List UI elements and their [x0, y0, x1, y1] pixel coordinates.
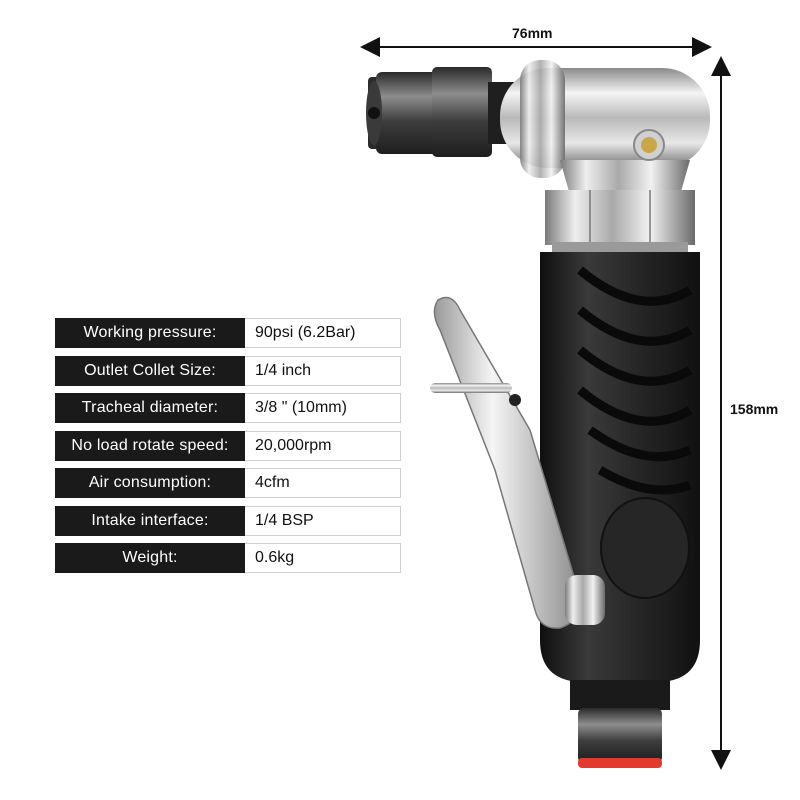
spec-label: Working pressure: [55, 318, 245, 348]
spec-table: Working pressure: 90psi (6.2Bar) Outlet … [55, 318, 401, 581]
spec-row-working-pressure: Working pressure: 90psi (6.2Bar) [55, 318, 401, 348]
spec-label: Weight: [55, 543, 245, 573]
spec-value: 20,000rpm [245, 430, 401, 461]
spec-row-intake-interface: Intake interface: 1/4 BSP [55, 505, 401, 536]
spec-label: Tracheal diameter: [55, 393, 245, 423]
spec-row-weight: Weight: 0.6kg [55, 543, 401, 573]
spec-label: Intake interface: [55, 505, 245, 536]
collet-nose [366, 67, 516, 157]
spec-row-air-consumption: Air consumption: 4cfm [55, 468, 401, 498]
spec-value: 1/4 inch [245, 355, 401, 386]
spec-label: Outlet Collet Size: [55, 355, 245, 386]
spec-row-outlet-collet-size: Outlet Collet Size: 1/4 inch [55, 355, 401, 386]
angle-head [500, 60, 710, 195]
spec-row-no-load-speed: No load rotate speed: 20,000rpm [55, 430, 401, 461]
grip-body [540, 252, 700, 682]
spec-value: 1/4 BSP [245, 505, 401, 536]
spec-value: 90psi (6.2Bar) [245, 318, 401, 348]
spec-value: 3/8 " (10mm) [245, 393, 401, 423]
spec-value: 4cfm [245, 468, 401, 498]
spec-row-tracheal-diameter: Tracheal diameter: 3/8 " (10mm) [55, 393, 401, 423]
spec-value: 0.6kg [245, 543, 401, 573]
trigger-lever [430, 296, 605, 629]
height-dimension-label: 158mm [730, 401, 779, 417]
width-dimension-label: 76mm [512, 25, 553, 41]
spec-label: No load rotate speed: [55, 430, 245, 461]
air-inlet [570, 680, 670, 768]
hex-collar [545, 190, 695, 252]
spec-label: Air consumption: [55, 468, 245, 498]
